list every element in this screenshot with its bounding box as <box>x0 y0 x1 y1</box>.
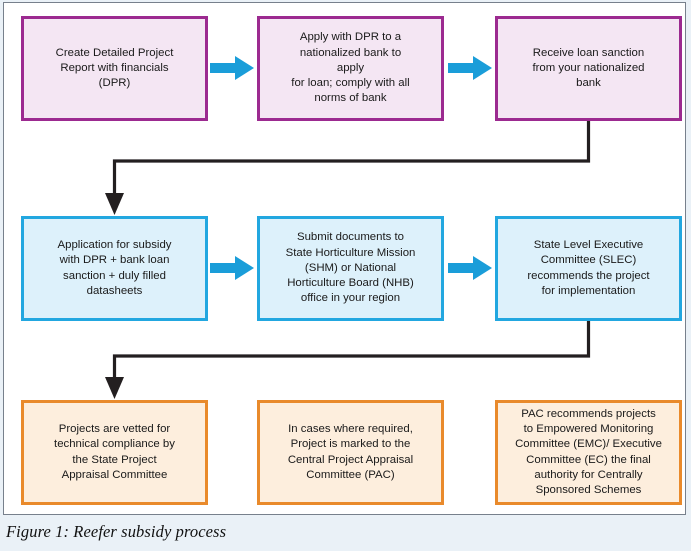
process-node-apply-to-bank[interactable]: Apply with DPR to a nationalized bank to… <box>257 16 444 121</box>
process-node-pac-recommends-emc-ec[interactable]: PAC recommends projects to Empowered Mon… <box>495 400 682 505</box>
process-node-slec-recommends[interactable]: State Level Executive Committee (SLEC) r… <box>495 216 682 321</box>
connector-row2-to-row3 <box>105 321 591 399</box>
arrow-right-icon-dpr-to-bank <box>210 56 254 80</box>
process-node-technical-vetting[interactable]: Projects are vetted for technical compli… <box>21 400 208 505</box>
process-node-submit-documents[interactable]: Submit documents to State Horticulture M… <box>257 216 444 321</box>
figure-frame: Create Detailed Project Report with fina… <box>3 2 686 515</box>
connector-row1-to-row2 <box>105 121 591 215</box>
process-node-subsidy-application[interactable]: Application for subsidy with DPR + bank … <box>21 216 208 321</box>
process-node-receive-loan-sanction[interactable]: Receive loan sanction from your national… <box>495 16 682 121</box>
diagram-canvas: Create Detailed Project Report with fina… <box>4 3 687 516</box>
arrow-right-icon-bank-to-loan <box>448 56 492 80</box>
process-node-create-dpr[interactable]: Create Detailed Project Report with fina… <box>21 16 208 121</box>
process-node-marked-to-pac[interactable]: In cases where required, Project is mark… <box>257 400 444 505</box>
arrow-right-icon-submit-to-slec <box>448 256 492 280</box>
arrow-right-icon-application-to-submit <box>210 256 254 280</box>
figure-caption: Figure 1: Reefer subsidy process <box>6 522 227 541</box>
